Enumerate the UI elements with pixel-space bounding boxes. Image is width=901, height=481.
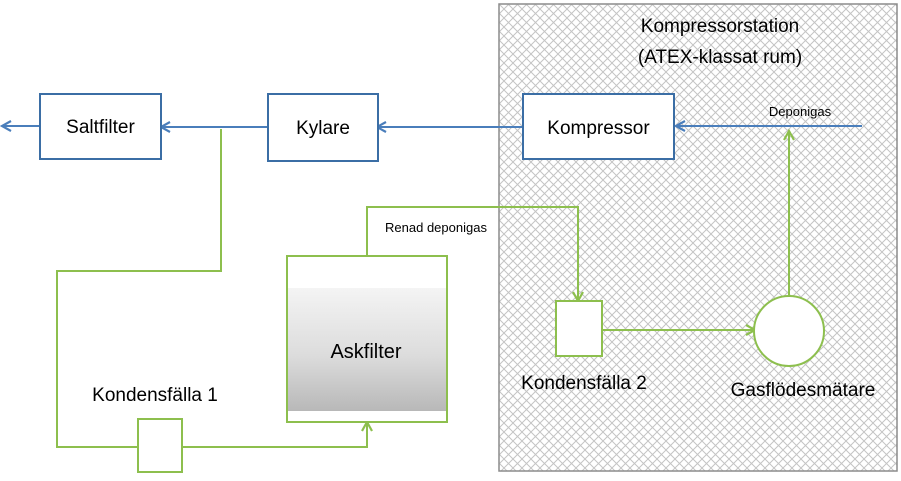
- askfilter-label: Askfilter: [330, 341, 401, 363]
- askfilter-inner-box: [288, 288, 446, 411]
- kondensfalla2-box: [555, 300, 603, 357]
- renad-deponigas-label: Renad deponigas: [385, 220, 487, 235]
- kompressor-label: Kompressor: [547, 118, 650, 139]
- saltfilter-box: [39, 93, 162, 160]
- kondensfalla1-box: [137, 418, 183, 473]
- deponigas-label: Deponigas: [769, 104, 832, 119]
- green-flow-lines: [56, 129, 789, 448]
- station-title-line1: Kompressorstation: [641, 16, 799, 37]
- kondensfalla1-label: Kondensfälla 1: [92, 385, 218, 406]
- kondensfalla1-to-askfilter-arrow: [182, 423, 367, 448]
- gasflodesmatare-circle: [753, 295, 825, 367]
- station-title-line2: (ATEX-klassat rum): [638, 47, 802, 68]
- renad-deponigas-line: [366, 206, 578, 300]
- kompressor-box: [522, 93, 675, 160]
- condensate-drop-line: [56, 129, 222, 448]
- kylare-box: [267, 93, 379, 162]
- gasflodesmatare-label: Gasflödesmätare: [731, 380, 876, 401]
- saltfilter-label: Saltfilter: [66, 117, 135, 138]
- compressor-station-area: [498, 3, 898, 472]
- kylare-label: Kylare: [296, 118, 350, 139]
- kondensfalla2-label: Kondensfälla 2: [521, 373, 647, 394]
- blue-flow-lines: [3, 126, 862, 127]
